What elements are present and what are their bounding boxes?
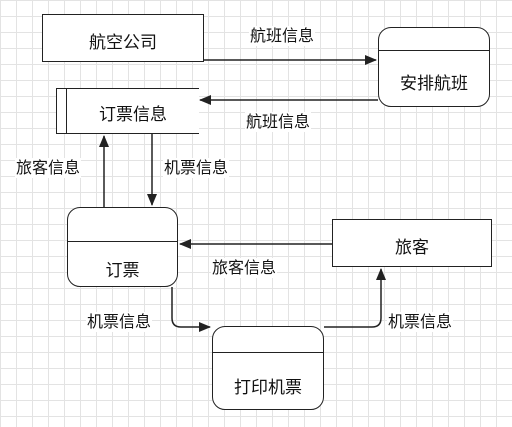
entity-passenger: 旅客 bbox=[332, 219, 492, 267]
data-store-booking-info: 订票信息 bbox=[56, 88, 199, 134]
process-divider bbox=[213, 352, 323, 353]
entity-airline-label: 航空公司 bbox=[89, 33, 157, 53]
entity-passenger-label: 旅客 bbox=[395, 238, 429, 258]
data-store-bar bbox=[66, 89, 67, 133]
process-print-ticket-label: 打印机票 bbox=[234, 378, 302, 398]
process-divider bbox=[379, 50, 489, 51]
process-divider bbox=[68, 241, 177, 242]
flow-label-print-to-passenger: 机票信息 bbox=[387, 312, 454, 332]
entity-airline: 航空公司 bbox=[42, 14, 204, 62]
flow-label-schedule-to-store: 航班信息 bbox=[245, 112, 312, 132]
flow-label-passenger-to-booking: 旅客信息 bbox=[211, 258, 278, 278]
process-print-ticket: 打印机票 bbox=[212, 326, 324, 410]
flow-print-to-passenger bbox=[324, 268, 386, 328]
process-schedule-flight-label: 安排航班 bbox=[400, 74, 468, 94]
process-booking: 订票 bbox=[67, 207, 178, 287]
process-booking-label: 订票 bbox=[105, 261, 140, 281]
process-schedule-flight: 安排航班 bbox=[378, 27, 490, 107]
flow-label-store-to-booking: 机票信息 bbox=[163, 158, 230, 178]
flow-label-booking-to-print: 机票信息 bbox=[86, 312, 153, 332]
flow-booking-to-print bbox=[171, 287, 211, 332]
flow-label-airline-to-schedule: 航班信息 bbox=[249, 26, 316, 46]
flow-label-booking-to-store: 旅客信息 bbox=[15, 158, 82, 178]
data-store-booking-info-label: 订票信息 bbox=[99, 105, 167, 125]
